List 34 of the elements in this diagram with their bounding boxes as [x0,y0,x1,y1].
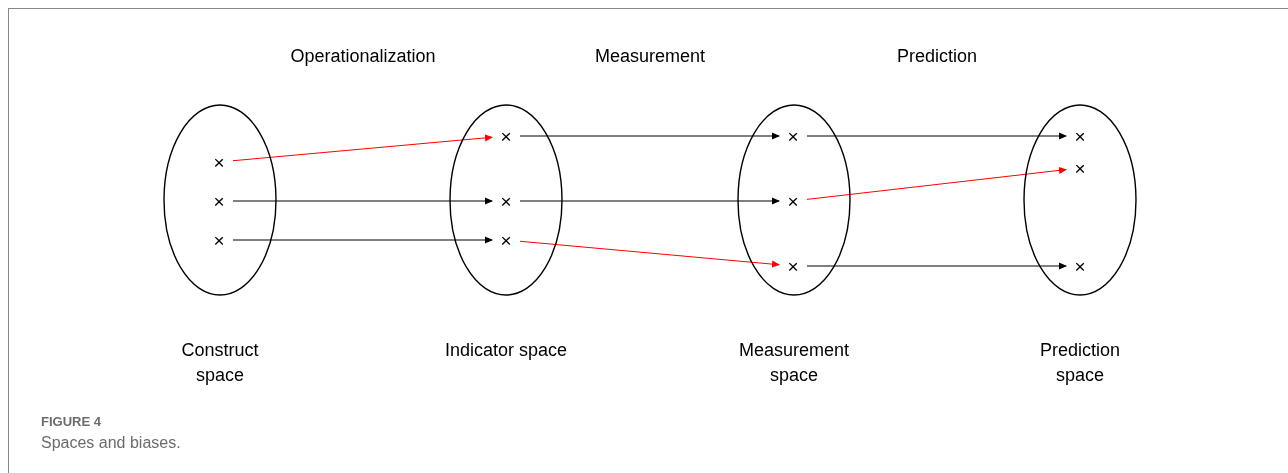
arrow [232,197,493,205]
cross-mark: × [492,126,520,146]
arrow [806,262,1067,270]
cross-mark: × [779,256,807,276]
arrow [519,197,780,205]
space-label: Indicator space [443,339,569,362]
space-label: Prediction space [1038,339,1121,387]
cross-mark: × [1066,256,1094,276]
cross-mark: × [779,126,807,146]
space-label: Measurement space [737,339,851,387]
cross-mark: × [1066,126,1094,146]
space-ellipse [449,104,563,296]
space-ellipse [163,104,277,296]
arrow [519,132,780,140]
space-label: Construct space [180,339,260,387]
arrow [519,240,780,268]
cross-mark: × [492,191,520,211]
stage-label: Measurement [593,45,707,68]
arrow [232,134,493,162]
cross-mark: × [492,230,520,250]
cross-mark: × [205,230,233,250]
cross-mark: × [1066,158,1094,178]
arrow [232,236,493,244]
cross-mark: × [205,191,233,211]
stage-label: Operationalization [289,45,437,68]
space-ellipse [1023,104,1137,296]
stage-label: Prediction [895,45,978,68]
figure-number: FIGURE 4 [41,413,101,431]
space-ellipse [737,104,851,296]
cross-mark: × [205,152,233,172]
cross-mark: × [779,191,807,211]
figure-caption: Spaces and biases. [41,433,181,453]
arrow [806,166,1067,200]
arrow [806,132,1067,140]
